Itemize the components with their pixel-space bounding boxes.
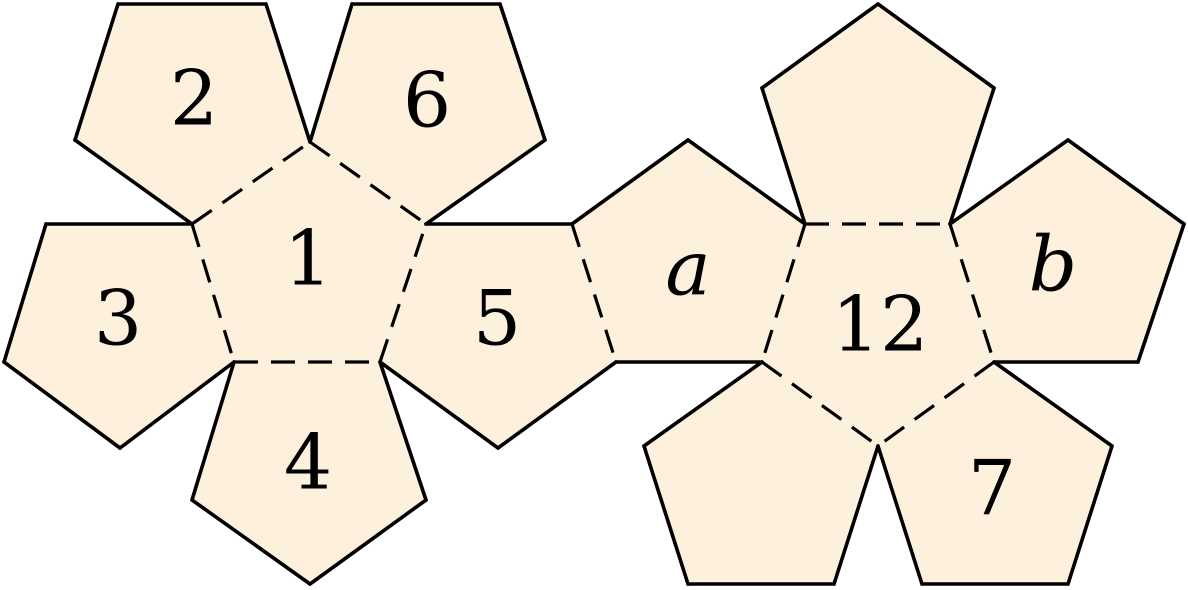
label-face-5: 5 — [473, 274, 521, 363]
cut-edge — [496, 360, 618, 450]
pentagon-face-12 — [762, 224, 994, 446]
pentagon-face-b — [950, 140, 1184, 362]
cut-edge — [1136, 222, 1186, 364]
pentagon-face-6 — [310, 4, 545, 224]
label-face-1: 1 — [284, 214, 332, 303]
fold-12-bl — [761, 360, 879, 448]
cut-edge — [308, 2, 354, 144]
pentagon-face-a — [572, 140, 805, 362]
label-face-7: 7 — [968, 444, 1016, 533]
cut-edge — [760, 2, 880, 90]
fold-5-a — [570, 223, 618, 363]
label-face-6: 6 — [403, 56, 451, 145]
label-face-2: 2 — [170, 54, 218, 143]
fold-1-6 — [309, 140, 427, 226]
label-face-b: b — [1029, 220, 1078, 309]
cut-edge — [378, 360, 500, 450]
fold-1-5 — [378, 223, 428, 363]
cut-edge — [190, 360, 236, 502]
cut-edge — [686, 138, 807, 226]
cut-edge — [876, 2, 996, 90]
pentagon-face-top-right — [762, 4, 994, 224]
cut-edge — [118, 360, 236, 450]
cut-edge — [2, 360, 122, 450]
cut-edge — [948, 138, 1070, 226]
cut-edge — [948, 86, 996, 226]
cut-edge — [2, 222, 48, 364]
fold-12-7 — [877, 360, 995, 448]
cut-edge — [264, 2, 312, 144]
cut-edge — [190, 498, 312, 586]
pentagon-face-7 — [878, 362, 1112, 584]
cut-edge — [876, 444, 924, 586]
fold-a-12 — [760, 223, 807, 363]
cut-edge — [73, 138, 194, 226]
fold-1-2 — [191, 140, 311, 226]
fold-1-3 — [190, 223, 236, 363]
label-face-a: a — [665, 224, 710, 313]
cut-edge — [424, 138, 547, 226]
cut-edge — [378, 360, 428, 502]
pentagon-face-2 — [75, 4, 310, 224]
cut-edge — [1066, 444, 1114, 586]
fold-edges — [190, 140, 996, 448]
cut-edge — [308, 498, 428, 586]
pentagon-face-1 — [192, 142, 426, 362]
cut-edge — [498, 2, 547, 142]
cut-edge — [73, 2, 120, 142]
pentagon-face-5 — [380, 224, 616, 448]
face-labels: 12 6 3 4 5 a 12 b 7 — [94, 54, 1078, 533]
cut-edge — [832, 444, 880, 586]
cut-edge — [1066, 138, 1186, 226]
pentagon-face-bottom-left — [644, 362, 878, 584]
faces-layer — [4, 4, 1184, 584]
cut-edge — [570, 138, 690, 226]
cut-edge — [642, 360, 764, 448]
cut-edge — [992, 360, 1114, 448]
cut-edge — [642, 444, 690, 586]
pentagon-face-4 — [192, 362, 426, 584]
cut-edge — [760, 86, 807, 226]
label-face-3: 3 — [94, 274, 142, 363]
label-face-4: 4 — [284, 418, 332, 507]
pentagon-face-3 — [4, 224, 234, 448]
fold-12-b — [948, 223, 996, 363]
label-face-12: 12 — [832, 280, 929, 369]
